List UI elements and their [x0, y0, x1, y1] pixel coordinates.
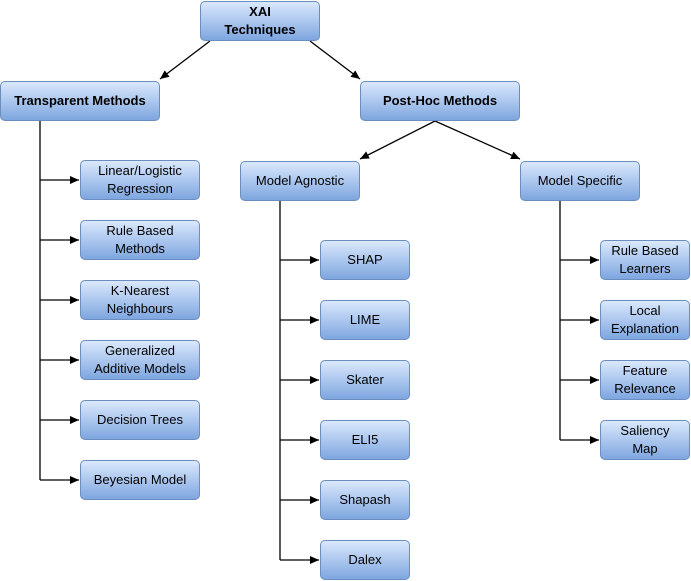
node-k-nearest-neighbours: K-Nearest Neighbours: [80, 280, 200, 320]
node-eli5: ELI5: [320, 420, 410, 460]
node-decision-trees: Decision Trees: [80, 400, 200, 440]
node-post-hoc-methods: Post-Hoc Methods: [360, 81, 520, 121]
node-local-explanation: Local Explanation: [600, 300, 690, 340]
edge-posthoc-to-specific: [434, 120, 521, 160]
edge-posthoc-to-agnostic: [359, 120, 436, 160]
node-lime: LIME: [320, 300, 410, 340]
edge-root-to-transparent: [159, 40, 211, 80]
node-beyesian-model: Beyesian Model: [80, 460, 200, 500]
root-node-xai-techniques: XAI Techniques: [200, 1, 320, 41]
node-model-specific: Model Specific: [520, 161, 640, 201]
node-feature-relevance: Feature Relevance: [600, 360, 690, 400]
node-rule-based-learners: Rule Based Learners: [600, 240, 690, 280]
node-transparent-methods: Transparent Methods: [0, 81, 160, 121]
node-shap: SHAP: [320, 240, 410, 280]
node-shapash: Shapash: [320, 480, 410, 520]
node-saliency-map: Saliency Map: [600, 420, 690, 460]
node-linear-logistic-regression: Linear/Logistic Regression: [80, 160, 200, 200]
node-generalized-additive-models: Generalized Additive Models: [80, 340, 200, 380]
node-dalex: Dalex: [320, 540, 410, 580]
edge-root-to-posthoc: [309, 40, 361, 80]
node-rule-based-methods: Rule Based Methods: [80, 220, 200, 260]
node-model-agnostic: Model Agnostic: [240, 161, 360, 201]
node-skater: Skater: [320, 360, 410, 400]
